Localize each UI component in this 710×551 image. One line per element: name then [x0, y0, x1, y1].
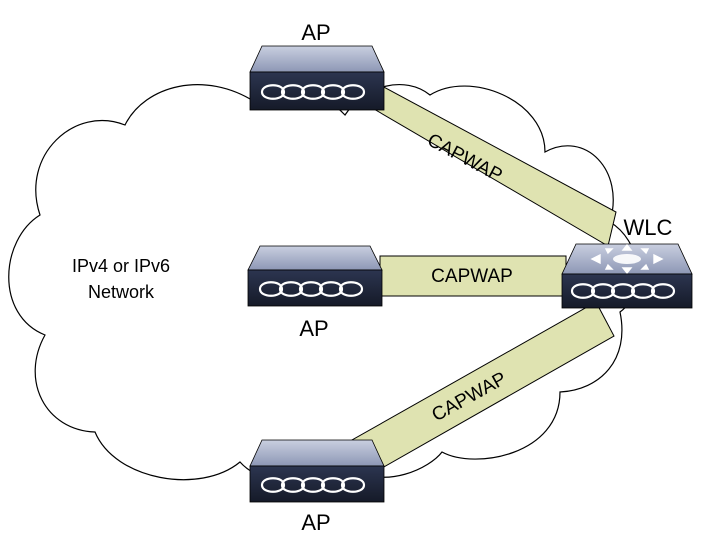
ap-ports-icon [258, 281, 364, 297]
ap-ports-icon [260, 84, 366, 100]
wlc-label: WLC [624, 215, 673, 240]
ap-ports-icon [260, 477, 366, 493]
ap-top-label: AP [301, 20, 330, 45]
ap-bottom-label: AP [301, 510, 330, 535]
tunnel-middle-label: CAPWAP [431, 266, 513, 287]
wireless-lan-controller [561, 243, 693, 309]
wlc-arrows-icon [590, 243, 664, 275]
tunnel-middle [379, 255, 567, 297]
access-point-bottom [249, 439, 385, 503]
access-point-middle [247, 245, 383, 307]
ap-middle-label: AP [299, 316, 328, 341]
network-label-line2: Network [88, 282, 155, 302]
access-point-top [249, 45, 385, 111]
network-label-line1: IPv4 or IPv6 [72, 256, 170, 276]
wlc-ports-icon [570, 283, 676, 299]
